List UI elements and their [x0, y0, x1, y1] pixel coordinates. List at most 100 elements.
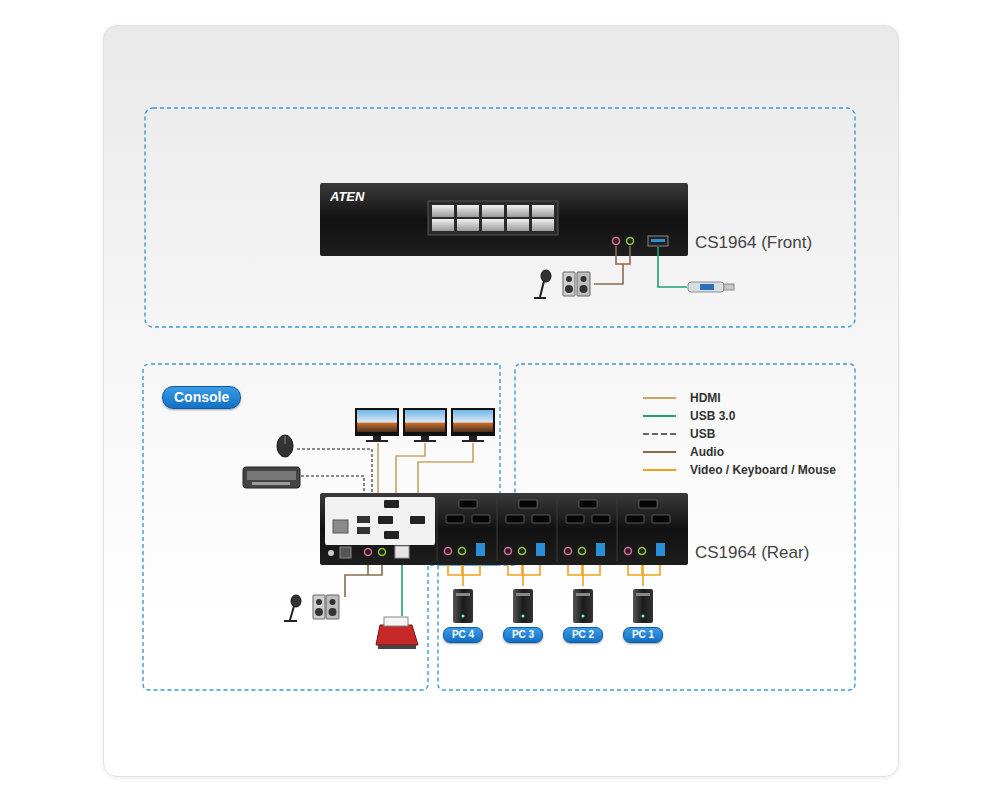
video-kbd-mouse-cable — [462, 565, 464, 586]
drawn-circle — [462, 615, 465, 618]
drawn-rect — [459, 500, 477, 508]
drawn-rect — [513, 589, 533, 623]
drawn-rect — [384, 500, 399, 508]
drawn-path — [297, 449, 372, 493]
legend-text: USB — [690, 427, 715, 441]
drawn-rect — [243, 467, 300, 488]
drawn-circle — [316, 599, 322, 605]
front-device — [320, 183, 688, 256]
rear-device — [320, 493, 688, 565]
drawn-rect — [326, 595, 339, 619]
front-wires — [594, 246, 687, 287]
legend-line-sample — [643, 433, 676, 435]
region-outlines — [143, 108, 855, 690]
drawn-rect — [563, 272, 575, 296]
drawn-rect — [507, 219, 529, 231]
drawn-rect — [519, 500, 537, 508]
drawn-rect — [432, 205, 454, 217]
monitors — [355, 408, 495, 442]
drawn-path — [658, 247, 687, 287]
usb-port — [648, 236, 668, 246]
drawn-circle — [379, 549, 386, 556]
drawn-line — [437, 497, 438, 561]
section-dividers — [437, 497, 617, 561]
drawn-path — [377, 443, 379, 493]
drawn-rect — [652, 515, 670, 523]
drawn-rect — [472, 515, 490, 523]
device-body — [320, 493, 688, 565]
drawn-rect — [366, 440, 388, 442]
legend-text: USB 3.0 — [690, 409, 735, 423]
legend-swatch — [643, 415, 676, 417]
console-label: Console — [174, 389, 229, 406]
drawn-line — [540, 281, 544, 297]
pc-label: PC 4 — [443, 627, 483, 643]
speaker-jack — [627, 238, 634, 245]
drawn-rect — [384, 617, 408, 626]
drawn-rect — [596, 543, 605, 556]
legend-text: Audio — [690, 445, 724, 459]
drawn-circle — [315, 608, 323, 616]
drawn-rect — [432, 219, 454, 231]
drawn-rect — [576, 593, 590, 596]
drawn-circle — [579, 548, 586, 555]
drawn-rect — [456, 593, 470, 596]
drawn-rect — [355, 408, 399, 436]
drawn-rect — [700, 284, 714, 290]
drawn-path — [376, 625, 418, 645]
pc-unit: PC 3 — [503, 586, 543, 643]
drawn-rect — [333, 520, 348, 533]
drawn-path — [594, 246, 630, 284]
drawn-rect — [421, 436, 429, 440]
drawn-rect — [592, 515, 610, 523]
pc-towers — [453, 589, 653, 623]
drawn-rect — [414, 440, 436, 442]
drawn-ellipse — [541, 270, 551, 282]
device-label: CS1964 (Rear) — [695, 543, 809, 563]
drawn-line — [290, 606, 294, 620]
drawn-rect — [457, 219, 479, 231]
legend-swatch — [643, 469, 676, 471]
drawn-rect — [395, 546, 409, 558]
drawn-rect — [378, 516, 393, 524]
legend-text: Video / Keyboard / Mouse — [690, 463, 836, 477]
legend-row: USB — [643, 426, 715, 442]
buttons — [432, 205, 554, 231]
legend-row: Video / Keyboard / Mouse — [643, 462, 836, 478]
drawn-line — [285, 436, 286, 444]
drawn-circle — [522, 615, 525, 618]
video-kbd-mouse-cable — [642, 565, 644, 586]
drawn-path — [448, 565, 480, 575]
legend-row: USB 3.0 — [643, 408, 735, 424]
front-peripherals — [534, 270, 734, 298]
drawn-rect — [476, 543, 485, 556]
drawn-circle — [566, 276, 572, 282]
drawn-circle — [639, 548, 646, 555]
drawn-circle — [580, 285, 588, 293]
drawn-line — [557, 497, 558, 561]
drawn-rect — [453, 589, 473, 623]
drawn-path — [418, 443, 473, 493]
drawn-line — [617, 497, 618, 561]
drawn-rect — [378, 645, 416, 649]
drawn-rect — [639, 500, 657, 508]
drawn-circle — [365, 549, 372, 556]
drawn-rect — [532, 219, 554, 231]
drawn-rect — [373, 436, 381, 440]
button-panel — [428, 201, 558, 235]
mic-jack — [613, 238, 620, 245]
drawn-rect — [357, 516, 370, 523]
drawn-circle — [565, 548, 572, 555]
drawn-rect — [357, 527, 370, 534]
drawn-line — [284, 620, 297, 622]
legend-row: Audio — [643, 444, 724, 460]
drawn-rect — [579, 500, 597, 508]
drawn-circle — [581, 276, 587, 282]
drawn-rect — [247, 471, 296, 480]
drawn-circle — [519, 548, 526, 555]
console-tag: Console — [162, 386, 241, 409]
drawn-rect — [532, 205, 554, 217]
